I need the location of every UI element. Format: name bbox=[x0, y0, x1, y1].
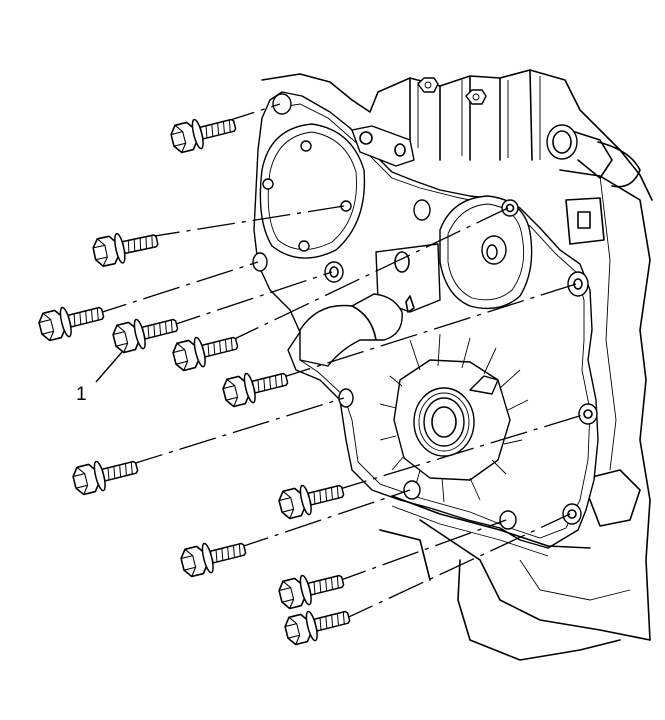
callout-label: 1 bbox=[76, 384, 87, 405]
bolt bbox=[276, 565, 348, 612]
bolt bbox=[90, 224, 161, 270]
sensor-fitting bbox=[546, 124, 641, 188]
engine-block bbox=[261, 69, 653, 661]
top-nut-right bbox=[465, 89, 487, 105]
water-pump bbox=[439, 195, 533, 310]
bolt bbox=[276, 475, 348, 522]
top-nut-left bbox=[417, 77, 439, 93]
callout-1: 1 bbox=[76, 351, 123, 405]
bolt bbox=[70, 451, 142, 498]
bolt bbox=[36, 297, 108, 344]
bolt bbox=[168, 109, 240, 156]
bolt bbox=[178, 533, 250, 580]
front-cover bbox=[252, 91, 599, 557]
bolt bbox=[110, 309, 182, 356]
camshaft-cover bbox=[259, 123, 366, 259]
bolt bbox=[220, 363, 292, 410]
bolt bbox=[170, 327, 242, 374]
alignment-lines bbox=[89, 103, 587, 623]
bolt bbox=[282, 601, 354, 648]
